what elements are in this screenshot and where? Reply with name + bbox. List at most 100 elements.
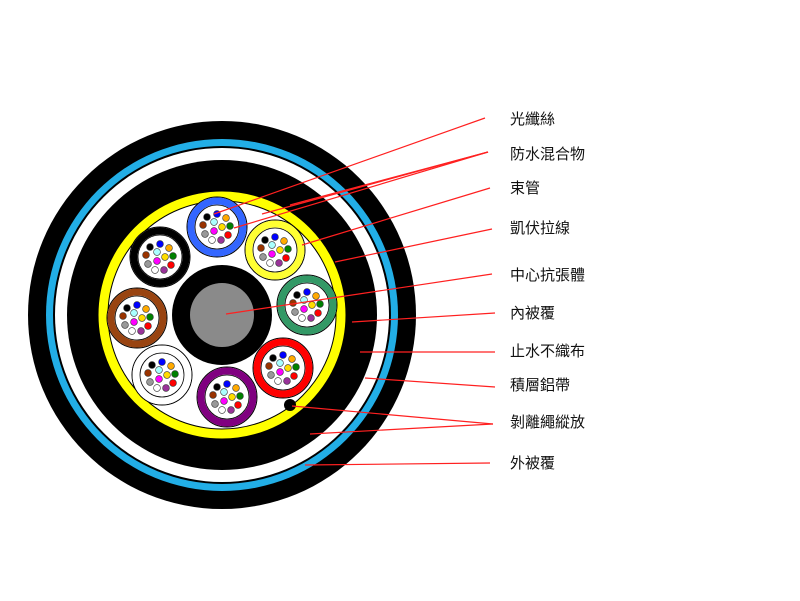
fiber bbox=[138, 314, 146, 322]
fiber bbox=[162, 384, 170, 392]
label-central-strength-member: 中心抗張體 bbox=[510, 266, 585, 284]
fiber bbox=[158, 358, 166, 366]
fiber bbox=[165, 244, 173, 252]
fiber bbox=[133, 301, 141, 309]
fiber bbox=[228, 393, 236, 401]
fiber bbox=[222, 214, 230, 222]
loose-tube bbox=[276, 274, 338, 336]
fiber bbox=[274, 377, 282, 385]
fiber bbox=[292, 363, 300, 371]
fiber bbox=[261, 236, 269, 244]
fiber bbox=[144, 322, 152, 330]
loose-tube bbox=[196, 366, 258, 428]
label-kevlar-yarn: 凱伏拉線 bbox=[510, 219, 570, 237]
loose-tube bbox=[131, 344, 193, 406]
loose-tube bbox=[106, 287, 168, 349]
fiber bbox=[267, 371, 275, 379]
label-water-blocking-compound: 防水混合物 bbox=[510, 145, 585, 163]
fiber bbox=[283, 377, 291, 385]
tube-jacket bbox=[253, 338, 313, 398]
label-inner-sheath: 內被覆 bbox=[510, 304, 555, 322]
loose-tubes bbox=[106, 196, 338, 428]
label-water-blocking-tape: 止水不織布 bbox=[510, 342, 585, 360]
fiber bbox=[316, 300, 324, 308]
fiber bbox=[209, 391, 217, 399]
fiber bbox=[123, 304, 131, 312]
leader-lines bbox=[213, 117, 496, 466]
fiber bbox=[153, 257, 161, 265]
fiber bbox=[169, 379, 177, 387]
tube-jacket bbox=[187, 197, 247, 257]
fiber bbox=[155, 375, 163, 383]
fiber bbox=[142, 251, 150, 259]
fiber bbox=[199, 221, 207, 229]
fiber bbox=[218, 223, 226, 231]
fiber bbox=[167, 261, 175, 269]
fiber bbox=[276, 246, 284, 254]
fiber bbox=[148, 361, 156, 369]
fiber bbox=[130, 309, 138, 317]
label-ripcord: 剝離繩縱放 bbox=[510, 413, 585, 431]
fiber bbox=[223, 380, 231, 388]
fiber bbox=[271, 233, 279, 241]
fiber bbox=[293, 291, 301, 299]
fiber bbox=[220, 397, 228, 405]
fiber bbox=[167, 362, 175, 370]
ripcord-outer bbox=[302, 428, 314, 440]
leader-line bbox=[364, 377, 496, 388]
loose-tube bbox=[244, 219, 306, 281]
fiber bbox=[308, 301, 316, 309]
fiber bbox=[121, 321, 129, 329]
fiber bbox=[171, 370, 179, 378]
fiber bbox=[151, 266, 159, 274]
fiber bbox=[268, 241, 276, 249]
fiber bbox=[257, 244, 265, 252]
leader-line bbox=[213, 117, 486, 215]
tube-jacket bbox=[197, 367, 257, 427]
fiber bbox=[220, 388, 228, 396]
loose-tube bbox=[129, 226, 191, 288]
fiber bbox=[227, 406, 235, 414]
fiber bbox=[137, 327, 145, 335]
fiber bbox=[208, 236, 216, 244]
leader-line bbox=[334, 228, 493, 263]
fiber bbox=[282, 254, 290, 262]
leader-line bbox=[309, 423, 494, 435]
fiber bbox=[300, 305, 308, 313]
tube-jacket bbox=[132, 345, 192, 405]
fiber bbox=[265, 362, 273, 370]
ripcord-inner bbox=[284, 399, 296, 411]
loose-tube bbox=[252, 337, 314, 399]
fiber bbox=[146, 243, 154, 251]
fiber bbox=[268, 250, 276, 258]
fiber bbox=[146, 313, 154, 321]
cable-cross-section bbox=[28, 121, 416, 509]
fiber bbox=[284, 245, 292, 253]
fiber bbox=[266, 259, 274, 267]
fiber bbox=[156, 240, 164, 248]
fiber bbox=[210, 218, 218, 226]
fiber bbox=[161, 253, 169, 261]
fiber bbox=[144, 369, 152, 377]
fiber bbox=[276, 359, 284, 367]
fiber bbox=[211, 400, 219, 408]
leader-line bbox=[289, 151, 489, 206]
fiber bbox=[224, 231, 232, 239]
fiber bbox=[142, 305, 150, 313]
tube-jacket bbox=[277, 275, 337, 335]
tube-jacket bbox=[245, 220, 305, 280]
fiber bbox=[269, 354, 277, 362]
leader-line bbox=[304, 462, 491, 466]
fiber bbox=[128, 327, 136, 335]
fiber bbox=[307, 314, 315, 322]
label-loose-tube: 束管 bbox=[510, 179, 540, 197]
fiber bbox=[210, 227, 218, 235]
fiber bbox=[217, 236, 225, 244]
central-strength-member bbox=[190, 283, 254, 347]
leader-line bbox=[351, 312, 496, 323]
label-fiber: 光纖絲 bbox=[510, 110, 555, 128]
fiber bbox=[280, 237, 288, 245]
fiber bbox=[153, 248, 161, 256]
fiber bbox=[160, 266, 168, 274]
